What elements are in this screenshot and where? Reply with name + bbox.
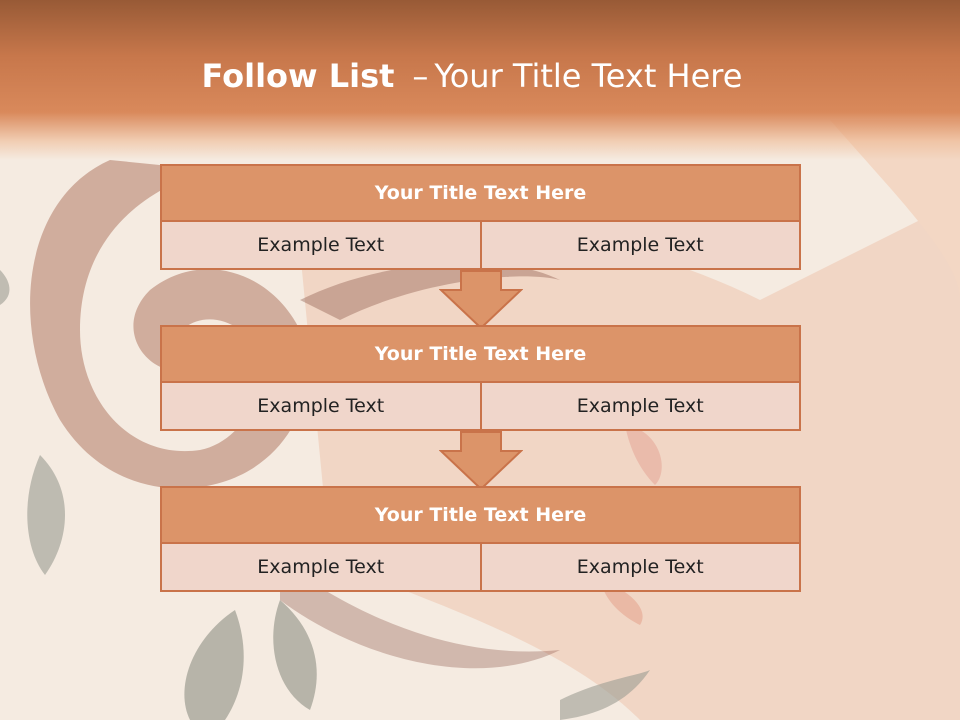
header-band — [0, 0, 960, 160]
block-row: Example Text Example Text — [160, 542, 801, 592]
slide-title-rest: Your Title Text Here — [434, 57, 743, 95]
list-block-2: Your Title Text Here Example Text Exampl… — [160, 325, 801, 431]
slide-title: Follow List–Your Title Text Here — [0, 52, 944, 100]
block-cell-left: Example Text — [160, 381, 482, 431]
block-cell-left: Example Text — [160, 542, 482, 592]
down-arrow-icon — [439, 270, 523, 330]
slide-title-dash: – — [412, 57, 429, 95]
block-title: Your Title Text Here — [160, 325, 801, 383]
block-cell-right: Example Text — [479, 381, 801, 431]
block-title: Your Title Text Here — [160, 164, 801, 222]
block-row: Example Text Example Text — [160, 381, 801, 431]
list-block-1: Your Title Text Here Example Text Exampl… — [160, 164, 801, 270]
block-cell-right: Example Text — [479, 542, 801, 592]
block-title: Your Title Text Here — [160, 486, 801, 544]
slide-title-bold: Follow List — [201, 57, 395, 95]
down-arrow-icon — [439, 431, 523, 491]
block-row: Example Text Example Text — [160, 220, 801, 270]
block-cell-right: Example Text — [479, 220, 801, 270]
list-block-3: Your Title Text Here Example Text Exampl… — [160, 486, 801, 592]
block-cell-left: Example Text — [160, 220, 482, 270]
